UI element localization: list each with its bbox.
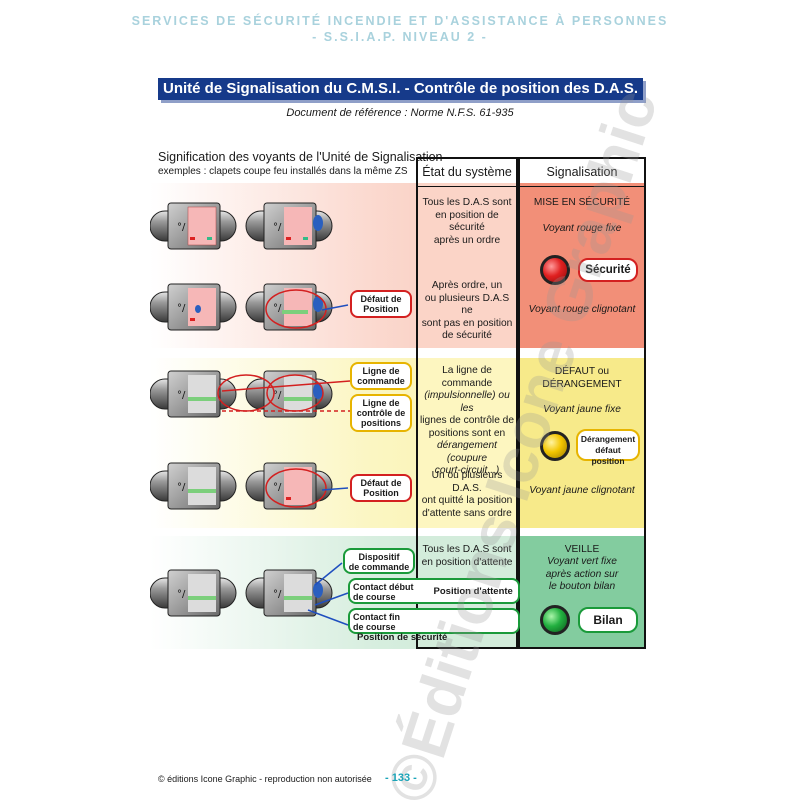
section-banner: Unité de Signalisation du C.M.S.I. - Con… [158, 78, 643, 100]
header-title: SERVICES DE SÉCURITÉ INCENDIE ET D'ASSIS… [131, 14, 669, 28]
securite-pill: Sécurité [578, 258, 638, 282]
state-column-header: État du système [422, 165, 512, 179]
red-lamp-icon [540, 255, 570, 285]
damper-illustrations: °/ [150, 202, 351, 626]
state-band-yellow [418, 358, 516, 528]
position-securite-label: Position de sécurité [357, 631, 448, 643]
state-band-red [418, 183, 516, 348]
footer-copyright: © éditions Icone Graphic - reproduction … [158, 774, 372, 784]
state-column: État du système [416, 157, 518, 649]
signal-column-header: Signalisation [546, 165, 618, 179]
bilan-pill: Bilan [578, 607, 638, 633]
left-subtitle: exemples : clapets coupe feu installés d… [158, 166, 408, 177]
signal-red-fixed: Voyant rouge fixe [542, 223, 622, 234]
signal-yellow-fixed: Voyant jaune fixe [543, 404, 621, 415]
header-subtitle: - S.S.I.A.P. NIVEAU 2 - [312, 30, 488, 44]
position-attente-label: Position d'attente [433, 586, 513, 597]
signal-green-title: VEILLE [564, 544, 600, 555]
state-row-4: Un ou plusieurs D.A.S.ont quitté la posi… [421, 470, 513, 519]
yellow-lamp-icon [540, 431, 570, 461]
signal-column: Signalisation [518, 157, 646, 649]
signal-yellow-blink: Voyant jaune clignotant [529, 485, 635, 496]
page-number: - 133 - [385, 772, 417, 784]
green-lamp-icon [540, 605, 570, 635]
reference-document: Document de référence : Norme N.F.S. 61-… [286, 107, 514, 119]
signal-red-blink: Voyant rouge clignotant [528, 304, 636, 315]
signal-red-title: MISE EN SÉCURITÉ [533, 197, 631, 208]
state-row-3: La ligne de commande(impulsionnelle) ou … [420, 365, 515, 476]
left-title: Signification des voyants de l'Unité de … [158, 150, 443, 164]
